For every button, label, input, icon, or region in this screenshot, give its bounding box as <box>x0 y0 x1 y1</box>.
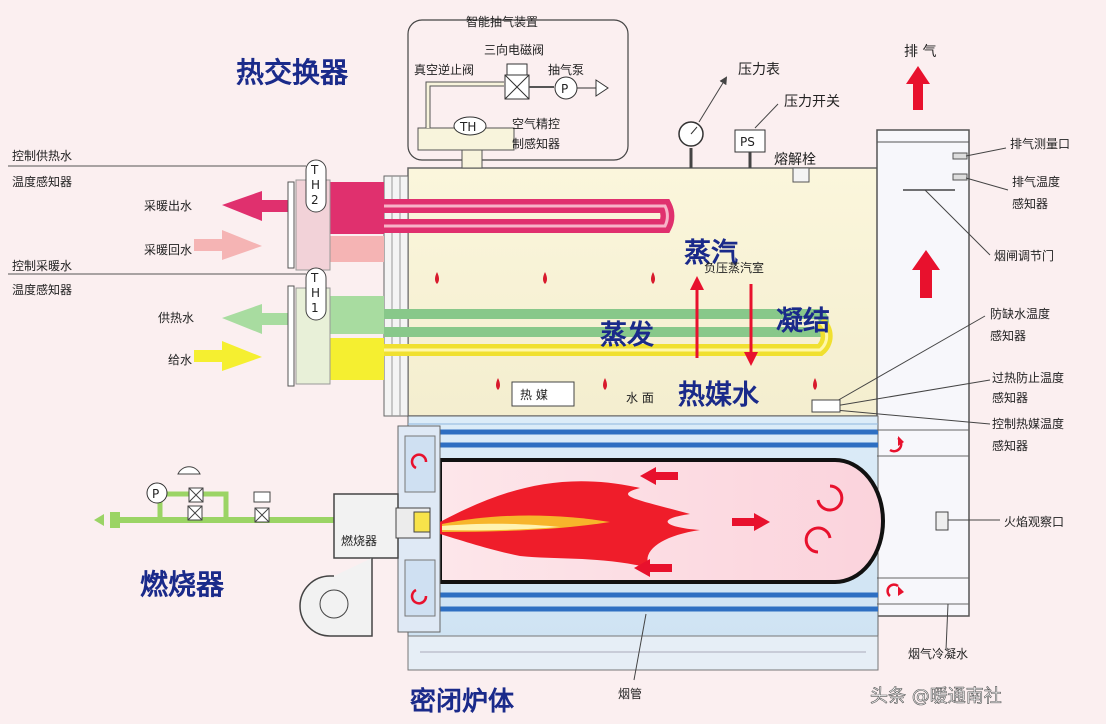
exhaust-up-arrow <box>906 66 930 110</box>
pressure-gauge <box>678 76 728 168</box>
th2-sensor <box>305 159 327 213</box>
th1-1: 1 <box>311 301 319 315</box>
gas-flow-arrows <box>634 467 770 577</box>
ctrl-heating-label-2: 温度感知器 <box>12 282 72 297</box>
three-way-valve-label: 三向电磁阀 <box>484 42 544 57</box>
flue-tube-leader <box>633 613 647 681</box>
flame-window-port <box>935 511 949 531</box>
watermark: 头条 @暖通南社 <box>870 686 1002 707</box>
condensate-drops <box>435 272 817 390</box>
flue-condensate-label: 烟气冷凝水 <box>908 646 968 661</box>
return-swirl <box>804 484 844 554</box>
flue-stack <box>876 129 970 617</box>
medium-temp-sensors <box>811 399 841 413</box>
steam-label: 蒸汽 <box>684 238 738 269</box>
ctrl-heating-label-1: 控制采暖水 <box>12 259 72 273</box>
hot-water-supply-arrow <box>222 304 290 334</box>
exhaust-measure-label: 排气测量口 <box>1010 136 1070 151</box>
pressure-switch <box>734 103 779 168</box>
hot-water-supply-label: 供热水 <box>158 311 194 325</box>
pressure-gauge-label: 压力表 <box>738 62 780 78</box>
pressure-switch-label: 压力开关 <box>784 94 840 110</box>
ctrl-medium-label-1: 控制热媒温度 <box>992 416 1064 431</box>
sensor-bar-th1 <box>287 285 295 387</box>
burner-assembly <box>94 466 431 637</box>
feed-water-label: 给水 <box>168 353 192 367</box>
flame-window-label: 火焰观察口 <box>1004 514 1064 529</box>
ps-symbol: PS <box>740 135 755 149</box>
pipe-heating-out <box>330 182 675 234</box>
title-sealed-body: 密闭炉体 <box>410 686 515 717</box>
vacuum-device-title: 智能抽气装置 <box>466 14 538 29</box>
ctrl-supply-label-1: 控制供热水 <box>12 149 72 163</box>
damper-label: 烟闸调节门 <box>994 248 1054 263</box>
condense-label: 凝结 <box>776 306 830 337</box>
low-water-label-2: 感知器 <box>990 328 1026 343</box>
heat-medium-box-label: 热 媒 <box>520 388 548 402</box>
burner-p-symbol: P <box>152 487 159 501</box>
th2-t: T <box>310 163 319 177</box>
right-leader-lines <box>834 147 1009 651</box>
th2-2: 2 <box>311 193 319 207</box>
heating-out-arrow <box>222 191 290 221</box>
flue-tube-label: 烟管 <box>618 686 642 701</box>
title-burner: 燃烧器 <box>140 568 225 601</box>
pump-label: 抽气泵 <box>548 62 584 77</box>
vessel-base <box>407 635 879 671</box>
low-water-label-1: 防缺水温度 <box>990 306 1050 321</box>
heat-medium-water-label: 热媒水 <box>678 379 760 411</box>
pipe-heating-return <box>330 236 384 262</box>
flue-tubes <box>440 429 878 612</box>
th1-sensor <box>305 267 327 321</box>
overheat-label-2: 感知器 <box>992 390 1028 405</box>
title-heat-exchanger: 热交换器 <box>236 56 349 89</box>
sensor-bar-th2 <box>287 181 295 269</box>
fusible-plug-label: 熔解栓 <box>774 152 816 168</box>
th2-h: H <box>311 178 320 192</box>
vacuum-device-frame <box>407 19 629 169</box>
burner-flame <box>440 481 700 568</box>
heating-return-label: 采暖回水 <box>144 243 192 257</box>
heat-medium-box <box>511 381 575 407</box>
th1-h: H <box>311 286 320 300</box>
ctrl-supply-label-2: 温度感知器 <box>12 174 72 189</box>
pump-symbol: P <box>561 82 568 96</box>
pipe-feed-water <box>330 317 833 380</box>
ctrl-medium-label-2: 感知器 <box>992 438 1028 453</box>
feed-water-arrow <box>194 341 262 371</box>
flue-up-arrow <box>912 250 940 298</box>
evaporate-label: 蒸发 <box>600 319 654 351</box>
negative-pressure-chamber-label: 负压蒸汽室 <box>704 260 764 275</box>
exhaust-temp-label-2: 感知器 <box>1012 196 1048 211</box>
heating-return-arrow <box>194 230 262 260</box>
th1-t: T <box>310 271 319 285</box>
fusible-plug <box>792 167 810 183</box>
overheat-label-1: 过热防止温度 <box>992 370 1064 385</box>
th-symbol: TH <box>459 120 476 134</box>
air-control-label-2: 制感知器 <box>512 136 560 151</box>
water-surface-label: 水 面 <box>626 391 654 405</box>
vacuum-check-valve-label: 真空逆止阀 <box>414 62 474 77</box>
air-control-label-1: 空气精控 <box>512 116 560 131</box>
exhaust-temp-label-1: 排气温度 <box>1012 174 1060 189</box>
exhaust-label: 排 气 <box>904 44 936 60</box>
burner-box-label: 燃烧器 <box>341 533 377 548</box>
heating-out-label: 采暖出水 <box>144 199 192 213</box>
